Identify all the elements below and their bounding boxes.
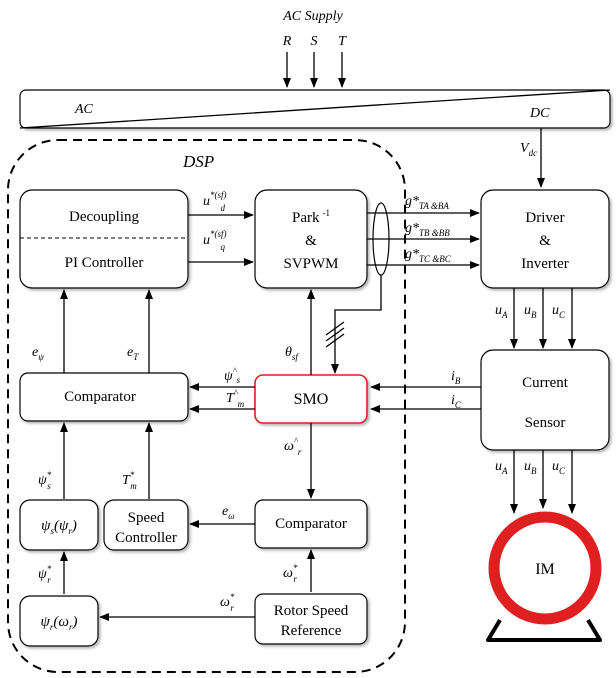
rotor-speed-reference-block: Rotor Speed Reference [254, 593, 368, 645]
ac-supply-title: AC Supply [282, 9, 343, 24]
phase-t-label: T [338, 34, 347, 49]
dsp-boundary [7, 139, 406, 673]
ub2-label: uB [524, 459, 537, 476]
e-t-label: eT [127, 345, 139, 362]
reference-label: Reference [281, 623, 342, 639]
bundle-tick-2 [325, 327, 345, 342]
driver-label: Driver [525, 210, 564, 226]
current-label: Current [522, 375, 569, 391]
phase-r-label: R [282, 34, 292, 49]
pi-controller-label: PI Controller [65, 255, 144, 271]
park-label: Park [292, 210, 320, 226]
svg-text:Park-1: Park-1 [292, 208, 330, 226]
ac-label: AC [74, 102, 94, 117]
psi-s-star-label: ψ*s [38, 470, 52, 491]
inverter-label: Inverter [521, 256, 568, 272]
ua2-label: uA [495, 459, 508, 476]
theta-label: θsf [285, 345, 299, 362]
comparator-right-label: Comparator [275, 516, 347, 532]
motor-label: IM [535, 561, 555, 578]
t-hat-label: T^m [226, 388, 245, 409]
decoupling-label: Decoupling [69, 209, 139, 225]
svpwm-label: SVPWM [283, 256, 338, 272]
speed-controller-block: Speed Controller [103, 499, 189, 551]
t-star-label: T*m [122, 470, 137, 491]
driver-amp: & [539, 233, 551, 249]
gc-label: g*TC &BC [405, 247, 452, 264]
park-amp: & [305, 233, 317, 249]
svg-text:ψr(ωr): ψr(ωr) [41, 614, 78, 632]
ua-label: uA [495, 303, 508, 320]
psi-r-block: ψr(ωr) [19, 595, 99, 647]
ud-label: u*(sf)d [203, 190, 227, 213]
psi-hat-label: ψ^s [224, 366, 241, 385]
vdc-label: Vdc [520, 141, 537, 158]
omega-star-right-label: ω*r [283, 563, 298, 584]
dsp-label: DSP [182, 152, 214, 171]
psi-r-star-label: ψ*r [38, 564, 52, 585]
svg-text:ψs(ψr): ψs(ψr) [41, 518, 77, 536]
motor-stand [486, 618, 602, 642]
current-sensor-block: Current Sensor [480, 349, 610, 451]
gb-label: g*TB &BB [405, 221, 450, 238]
ub-label: uB [524, 303, 537, 320]
dc-label: DC [529, 106, 550, 121]
controller-label: Controller [115, 530, 177, 546]
decoupling-pi-block: Decoupling PI Controller [19, 189, 189, 289]
rotor-speed-label: Rotor Speed [274, 603, 349, 619]
comparator-left-block: Comparator [19, 372, 189, 422]
ib-label: iB [451, 369, 461, 386]
bundle-to-smo [331, 275, 382, 374]
omega-star-bottom-label: ω*r [220, 592, 235, 613]
e-psi-label: eψ [32, 345, 44, 362]
omega-hat-label: ω^r [284, 436, 302, 457]
phase-s-label: S [311, 34, 318, 49]
uc2-label: uC [552, 459, 566, 476]
speed-label: Speed [128, 510, 165, 526]
sensor-label: Sensor [525, 415, 566, 431]
driver-inverter-block: Driver & Inverter [480, 189, 610, 289]
psi-s-block: ψs(ψr) [19, 499, 99, 551]
park-svpwm-block: Park-1 & SVPWM [254, 189, 368, 289]
smo-block: SMO [254, 374, 368, 424]
uq-label: u*(sf)q [203, 229, 227, 252]
bundle-tick-3 [325, 333, 345, 348]
uc-label: uC [552, 303, 566, 320]
bundle-tick-1 [325, 321, 345, 336]
ac-dc-converter: AC DC [19, 89, 611, 129]
ga-label: g*TA &BA [405, 194, 449, 211]
comparator-left-label: Comparator [64, 389, 136, 405]
e-omega-label: eω [222, 504, 235, 521]
comparator-right-block: Comparator [254, 499, 368, 549]
induction-motor: IM [486, 511, 602, 642]
smo-label: SMO [294, 391, 329, 408]
ic-label: iC [451, 393, 462, 410]
motor-ring [488, 511, 602, 625]
